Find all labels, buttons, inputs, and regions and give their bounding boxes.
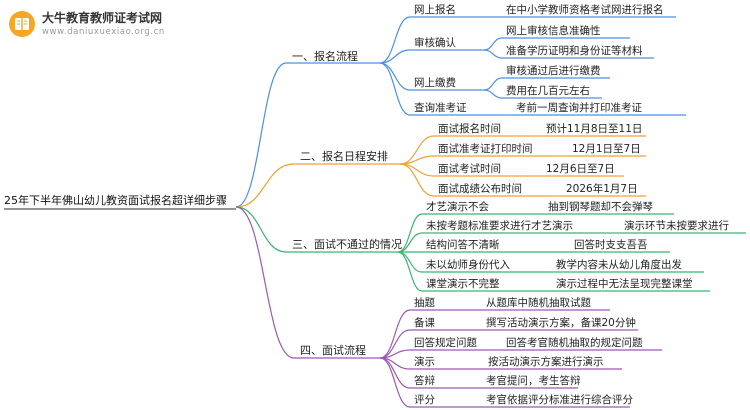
connector-branch-1-row-1 bbox=[379, 16, 411, 64]
connector-row-1-3-sub-2 bbox=[483, 89, 503, 99]
node-result-time: 面试成绩公布时间 bbox=[438, 183, 522, 195]
connector-root-to-branch-2 bbox=[235, 163, 295, 208]
node-demonstration: 演示 bbox=[414, 356, 435, 368]
detail-online-registration: 在中小学教师资格考试网进行报名 bbox=[506, 4, 664, 16]
connector-branch-1-row-2 bbox=[379, 49, 411, 64]
connector-row-1-3-sub-1 bbox=[483, 77, 503, 91]
node-talent-fail: 才艺演示不会 bbox=[426, 201, 489, 213]
detail-review-1: 网上审核信息准确性 bbox=[506, 25, 601, 37]
node-talent-standard: 未按考题标准要求进行才艺演示 bbox=[426, 220, 573, 232]
branch-registration-process: 一、报名流程 bbox=[292, 50, 358, 63]
connector-row-1-2-sub-1 bbox=[483, 37, 503, 51]
node-prepare: 备课 bbox=[414, 317, 435, 329]
detail-structured-qa: 回答时支支吾吾 bbox=[574, 239, 648, 251]
node-class-demo: 课堂演示不完整 bbox=[426, 278, 500, 290]
node-admission-ticket: 查询准考证 bbox=[414, 102, 467, 114]
detail-payment-2: 费用在几百元左右 bbox=[506, 85, 590, 97]
connector-branch-2-row-1 bbox=[399, 135, 435, 165]
connector-branch-1-row-4 bbox=[379, 62, 411, 116]
connector-row-1-2-sub-2 bbox=[483, 49, 503, 59]
detail-teacher-role: 教学内容未从幼儿角度出发 bbox=[556, 259, 682, 271]
detail-class-demo: 演示过程中无法呈现完整课堂 bbox=[556, 278, 693, 290]
detail-registration-time: 预计11月8日至11日 bbox=[546, 123, 643, 135]
branch-failure-cases: 三、面试不通过的情况 bbox=[292, 238, 402, 251]
node-ticket-print-time: 面试准考证打印时间 bbox=[438, 143, 533, 155]
connector-root-to-branch-4 bbox=[235, 206, 295, 359]
node-structured-qa: 结构问答不清晰 bbox=[426, 239, 500, 251]
book-logo-icon bbox=[9, 11, 35, 37]
connector-branch-2-row-3 bbox=[399, 163, 435, 177]
connector-root-to-branch-1 bbox=[235, 62, 287, 208]
root-topic: 25年下半年佛山幼儿教资面试报名超详细步骤 bbox=[4, 194, 227, 207]
node-review-confirm: 审核确认 bbox=[414, 37, 456, 49]
detail-prepare: 撰写活动演示方案，备课20分钟 bbox=[486, 317, 636, 329]
node-teacher-role: 未以幼师身份代入 bbox=[426, 259, 510, 271]
detail-draw-question: 从题库中随机抽取试题 bbox=[486, 297, 591, 309]
connector-branch-4-row-6 bbox=[379, 357, 411, 408]
detail-admission-ticket: 考前一周查询并打印准考证 bbox=[516, 102, 642, 114]
detail-ticket-print-time: 12月1日至7日 bbox=[572, 143, 641, 155]
branch-schedule: 二、报名日程安排 bbox=[300, 150, 388, 163]
site-logo: 大牛教育教师证考试网 www.daniuxuexiao.org.cn bbox=[8, 8, 228, 48]
detail-scoring: 考官依据评分标准进行综合评分 bbox=[486, 394, 633, 406]
detail-demonstration: 按活动演示方案进行演示 bbox=[488, 356, 604, 368]
connector-branch-3-row-1 bbox=[397, 213, 423, 253]
connector-branch-3-row-4 bbox=[397, 251, 423, 273]
connector-root-to-branch-3 bbox=[235, 206, 287, 253]
node-draw-question: 抽题 bbox=[414, 297, 435, 309]
detail-exam-time: 12月6日至7日 bbox=[546, 163, 615, 175]
node-scoring: 评分 bbox=[414, 394, 435, 406]
detail-payment-1: 审核通过后进行缴费 bbox=[506, 65, 601, 77]
detail-review-2: 准备学历证明和身份证等材料 bbox=[506, 45, 643, 57]
node-defense: 答辩 bbox=[414, 375, 435, 387]
detail-result-time: 2026年1月7日 bbox=[566, 183, 638, 195]
detail-answer-questions: 回答考官随机抽取的规定问题 bbox=[506, 337, 643, 349]
node-answer-questions: 回答规定问题 bbox=[414, 337, 477, 349]
node-online-payment: 网上缴费 bbox=[414, 77, 456, 89]
branch-interview-process: 四、面试流程 bbox=[300, 344, 366, 357]
detail-talent-fail: 抽到钢琴题却不会弹琴 bbox=[548, 201, 653, 213]
logo-subtitle: www.daniuxuexiao.org.cn bbox=[42, 27, 165, 37]
connector-branch-4-row-1 bbox=[379, 309, 411, 359]
connector-branch-2-row-4 bbox=[399, 163, 435, 197]
connector-branch-3-row-5 bbox=[397, 251, 423, 292]
connector-branch-1-row-3 bbox=[379, 62, 411, 91]
node-exam-time: 面试考试时间 bbox=[438, 163, 501, 175]
detail-defense: 考官提问，考生答辩 bbox=[486, 375, 581, 387]
node-registration-time: 面试报名时间 bbox=[438, 123, 501, 135]
detail-talent-standard: 演示环节未按要求进行 bbox=[624, 220, 729, 232]
node-online-registration: 网上报名 bbox=[414, 4, 456, 16]
logo-title: 大牛教育教师证考试网 bbox=[42, 11, 163, 25]
